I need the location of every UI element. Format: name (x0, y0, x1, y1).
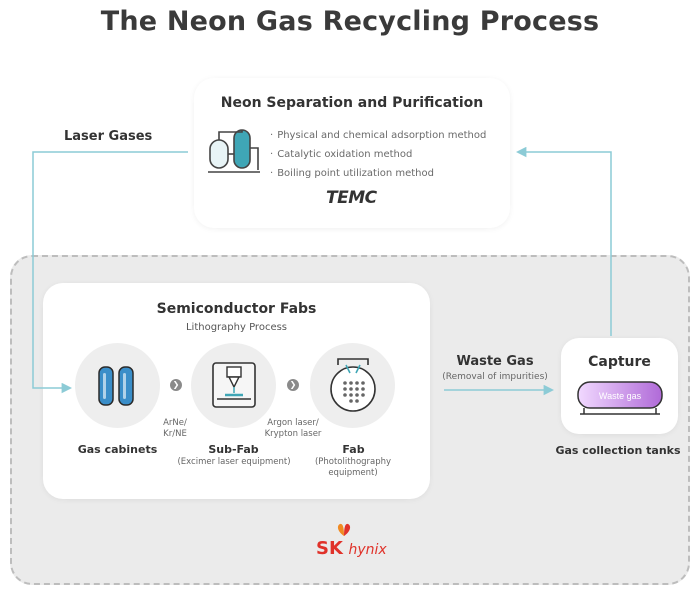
sub-fab-circle (191, 343, 276, 428)
sub-fab-description: (Excimer laser equipment) (177, 457, 291, 467)
temc-logo: TEMC (326, 188, 377, 208)
laser-gases-label: Laser Gases (64, 129, 153, 144)
capture-return-flow-line (515, 146, 612, 336)
laser-equipment-icon (212, 362, 256, 408)
gas-cabinets-circle (75, 343, 160, 428)
neon-separation-title: Neon Separation and Purification (220, 95, 484, 111)
page-title: The Neon Gas Recycling Process (100, 6, 600, 37)
method-item: Boiling point utilization method (270, 164, 486, 183)
hynix-text: hynix (348, 542, 387, 558)
fab-label: Fab (342, 443, 365, 456)
tanks-purification-icon (208, 129, 260, 173)
method-item: Physical and chemical adsorption method (270, 126, 486, 145)
gas-mix-line: Kr/NE (163, 429, 187, 439)
semiconductor-fabs-title: Semiconductor Fabs (156, 301, 317, 317)
gas-cabinets-label: Gas cabinets (77, 443, 158, 456)
purification-method-list: Physical and chemical adsorption method … (270, 126, 486, 183)
arrow-right-icon: ❯ (170, 379, 182, 391)
sub-fab-label: Sub-Fab (208, 443, 259, 456)
fab-description-line: equipment) (328, 468, 378, 478)
fab-description-line: (Photolithography (314, 457, 392, 467)
waste-gas-sublabel: (Removal of impurities) (442, 372, 548, 382)
gas-cylinders-icon (98, 366, 134, 406)
hynix-butterfly-icon (337, 523, 351, 536)
fab-description: (Photolithography equipment) (300, 457, 406, 479)
gas-collection-tanks-label: Gas collection tanks (555, 444, 681, 457)
capture-title: Capture (588, 354, 651, 370)
gas-mix-label-2: Argon laser/ Krypton laser (262, 418, 324, 440)
gas-mix-line: ArNe/ (163, 418, 187, 428)
gas-mix-line: Krypton laser (264, 429, 322, 439)
sk-text: SK (316, 538, 343, 559)
gas-tank-icon: Waste gas (577, 381, 663, 415)
waste-gas-label: Waste Gas (456, 354, 534, 369)
laser-gases-flow-line (32, 151, 188, 394)
method-item: Catalytic oxidation method (270, 145, 486, 164)
gas-mix-label-1: ArNe/ Kr/NE (160, 418, 190, 440)
tank-label: Waste gas (599, 391, 642, 401)
sk-hynix-logo: SK hynix (316, 538, 387, 559)
fab-circle (310, 343, 395, 428)
arrow-right-icon: ❯ (287, 379, 299, 391)
lithography-subtitle: Lithography Process (185, 322, 288, 333)
gas-mix-line: Argon laser/ (267, 418, 319, 428)
wafer-icon (330, 358, 376, 412)
